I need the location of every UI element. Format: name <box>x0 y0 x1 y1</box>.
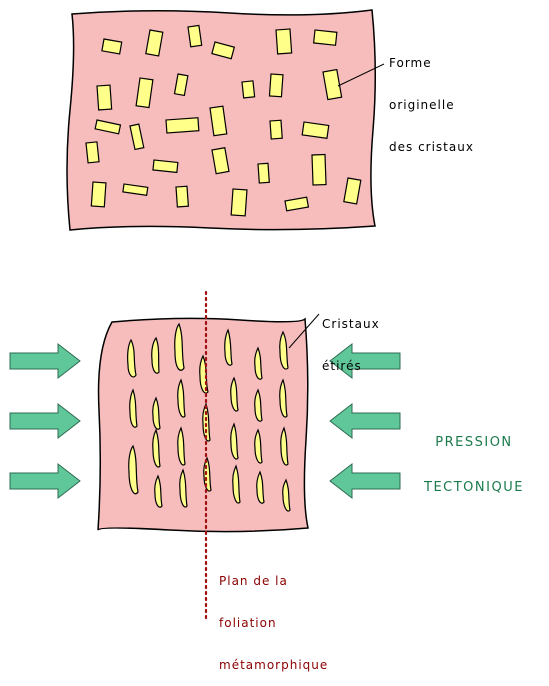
crystal <box>258 163 269 183</box>
deformed-rock-block <box>98 318 308 531</box>
original-shape-label-line2: originelle <box>389 98 474 112</box>
foliation-label-line2: foliation <box>219 616 328 630</box>
original-shape-label: Forme originelle des cristaux <box>389 28 474 168</box>
crystal <box>242 81 255 98</box>
arrow-left-icon <box>330 464 400 498</box>
crystal <box>152 338 159 373</box>
arrow-right-icon <box>10 344 80 378</box>
crystal <box>153 160 178 172</box>
crystal <box>276 29 292 54</box>
foliation-label-line3: métamorphique <box>219 658 328 672</box>
crystal <box>86 142 99 163</box>
arrow-right-icon <box>10 404 80 438</box>
crystal <box>231 189 247 216</box>
foliation-label-line1: Plan de la <box>219 574 328 588</box>
tectonic-pressure-label: PRESSION TECTONIQUE <box>424 405 524 510</box>
crystal <box>270 120 282 139</box>
crystal <box>302 122 329 138</box>
foliation-plane-label: Plan de la foliation métamorphique <box>219 546 328 686</box>
crystal <box>91 182 106 207</box>
crystal <box>188 25 202 46</box>
crystal <box>166 118 199 133</box>
crystal <box>314 30 337 45</box>
pressure-label-line2: TECTONIQUE <box>424 480 524 495</box>
crystal <box>102 39 122 54</box>
crystal <box>312 155 326 185</box>
pressure-label-line1: PRESSION <box>424 435 524 450</box>
left-pressure-arrows <box>10 344 80 498</box>
stretched-label-line1: Cristaux <box>322 317 380 331</box>
crystal <box>269 74 283 97</box>
stretched-crystals-label: Cristaux étirés <box>322 289 380 387</box>
crystal <box>97 85 112 110</box>
original-shape-label-line1: Forme <box>389 56 474 70</box>
stretched-label-line2: étirés <box>322 359 380 373</box>
arrow-right-icon <box>10 464 80 498</box>
original-shape-label-line3: des cristaux <box>389 140 474 154</box>
original-rock-block <box>67 10 375 230</box>
arrow-left-icon <box>330 404 400 438</box>
crystal <box>176 186 188 207</box>
